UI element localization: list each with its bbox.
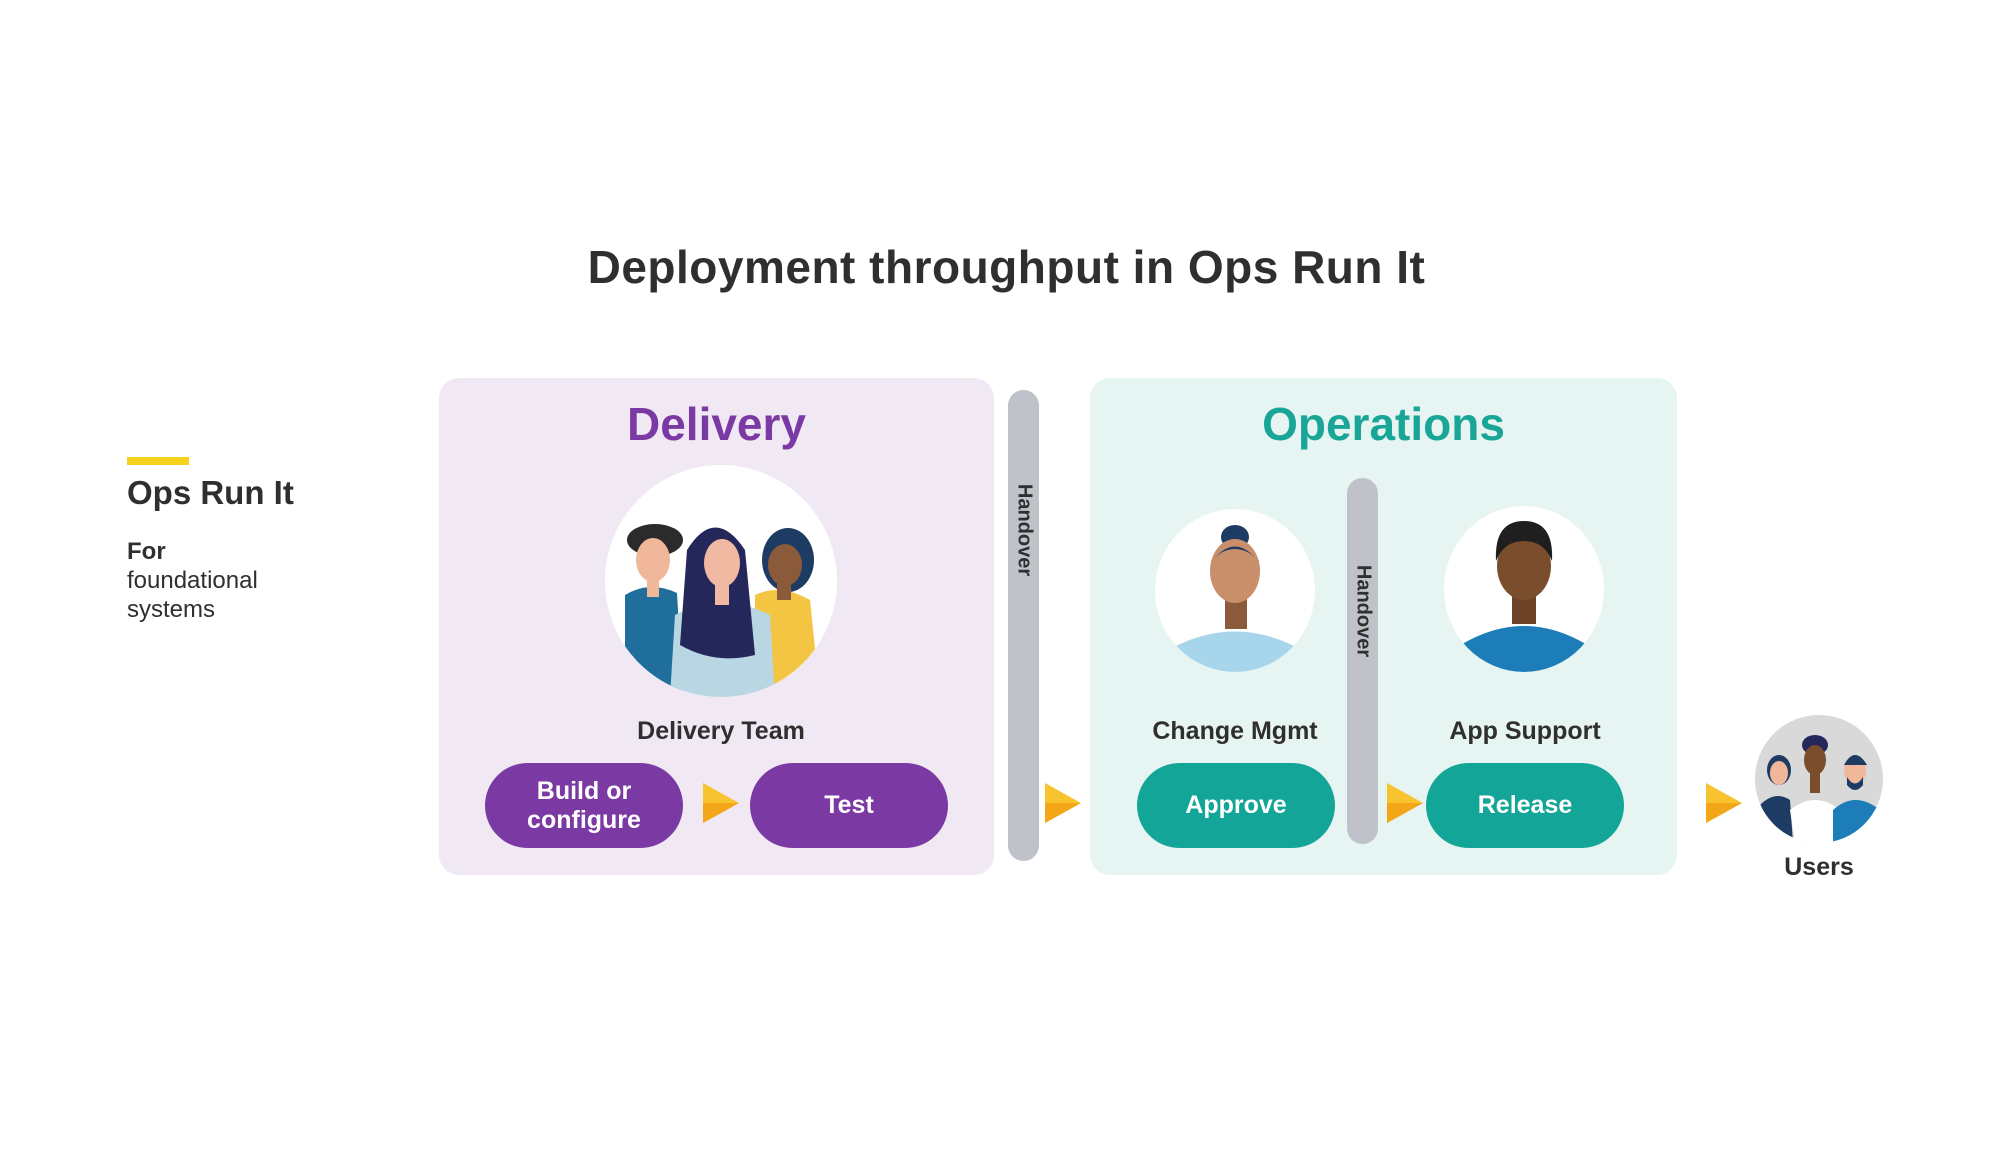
legend-desc-text: foundational systems <box>127 567 258 623</box>
play-triangle-icon <box>1045 783 1081 823</box>
build-or-configure-step: Build or configure <box>485 763 683 848</box>
play-triangle-icon <box>1387 783 1423 823</box>
handover-label: Handover <box>1352 564 1374 658</box>
release-step: Release <box>1426 763 1624 848</box>
legend-desc-bold: For <box>127 538 166 565</box>
play-triangle-icon <box>703 783 739 823</box>
play-triangle-icon <box>1706 783 1742 823</box>
delivery-team-label: Delivery Team <box>637 717 805 745</box>
users-avatar <box>1755 715 1883 843</box>
app-support-avatar <box>1444 506 1604 672</box>
app-support-label: App Support <box>1449 717 1601 745</box>
legend-description: For foundational systems <box>127 537 347 624</box>
legend-title: Ops Run It <box>127 474 294 511</box>
users-label: Users <box>1784 853 1854 881</box>
change-mgmt-avatar <box>1155 509 1315 672</box>
handover-bar: Handover <box>1008 390 1039 861</box>
person-icon <box>1459 521 1589 672</box>
person-icon <box>1170 525 1300 672</box>
approve-step: Approve <box>1137 763 1335 848</box>
test-step: Test <box>750 763 948 848</box>
handover-label: Handover <box>1013 483 1035 577</box>
handover-bar: Handover <box>1347 478 1378 844</box>
delivery-team-avatar <box>605 465 837 697</box>
legend-accent-bar <box>127 457 189 465</box>
team-illustration-icon <box>625 524 820 697</box>
page-title: Deployment throughput in Ops Run It <box>587 241 1426 293</box>
delivery-title: Delivery <box>626 398 806 450</box>
operations-title: Operations <box>1262 398 1505 450</box>
change-mgmt-label: Change Mgmt <box>1152 717 1318 745</box>
users-group-icon <box>1760 735 1880 843</box>
